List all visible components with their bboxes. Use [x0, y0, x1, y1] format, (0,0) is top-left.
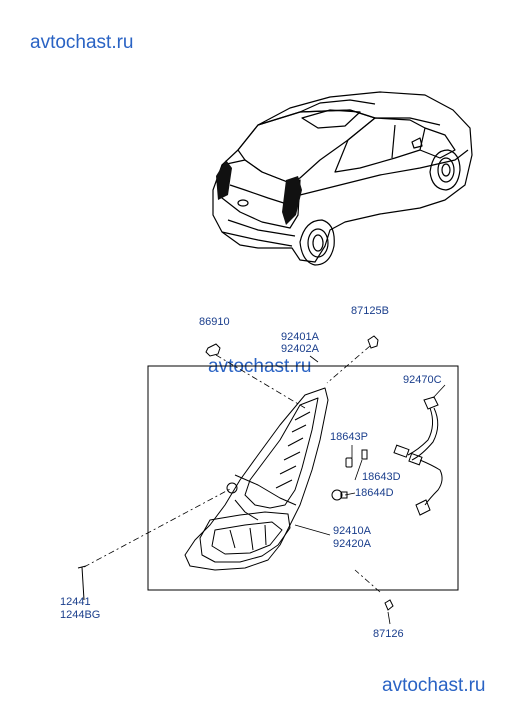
part-label-87125b: 87125B [351, 305, 389, 317]
car-illustration [212, 91, 473, 266]
part-label-18643p: 18643P [330, 431, 368, 443]
part-label-92410a: 92410A [333, 525, 371, 537]
tail-lamp-assembly [184, 387, 329, 571]
wiring-harness [393, 396, 443, 516]
part-label-86910: 86910 [199, 316, 230, 328]
assembly-frame [147, 365, 459, 591]
watermark-bottom: avtochast.ru [382, 675, 486, 696]
part-label-1244bg: 1244BG [60, 609, 101, 621]
leader-lines [83, 345, 446, 625]
tail-lamp-left-highlight [216, 160, 232, 200]
watermark-top: avtochast.ru [30, 32, 134, 53]
part-label-92470c: 92470C [403, 374, 442, 386]
part-label-92402a: 92402A [281, 343, 319, 355]
part-label-92420a: 92420A [333, 538, 371, 550]
part-label-12441: 12441 [60, 596, 91, 608]
tail-lamp-right-highlight [282, 176, 302, 225]
part-label-18643d: 18643D [362, 471, 401, 483]
part-label-87126: 87126 [373, 628, 404, 640]
part-label-18644d: 18644D [355, 487, 394, 499]
part-label-92401a: 92401A [281, 331, 319, 343]
